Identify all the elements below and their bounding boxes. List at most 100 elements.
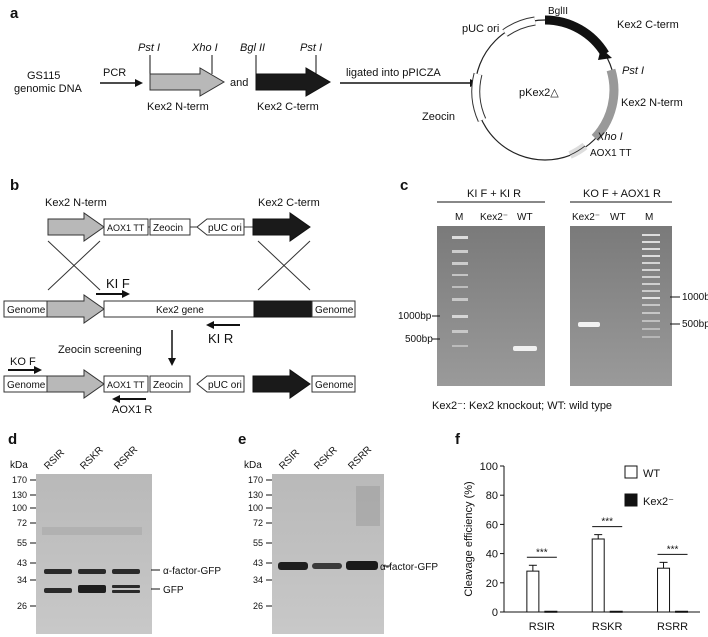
ligated-label: ligated into pPICZA — [346, 67, 441, 79]
d-band-gfp-3a — [112, 585, 140, 588]
f-ylabel: Cleavage efficiency (%) — [463, 481, 475, 596]
e-lane-labels: RSIR RSKR RSRR — [277, 444, 374, 472]
f-ytick-label-0: 0 — [492, 607, 498, 619]
plasmid-cterm: Kex2 C-term — [617, 19, 679, 31]
d-markers-55: 55 — [17, 538, 27, 548]
c-left-lane-2: WT — [517, 212, 533, 223]
d-band-afgfp-2 — [78, 569, 106, 574]
f-legend-swatch-1 — [624, 493, 638, 507]
d-band-gfp-2 — [78, 585, 106, 593]
blot-d — [36, 474, 152, 634]
f-bar-RSKR-0 — [591, 538, 605, 613]
b-zeocin-label: Zeocin — [153, 223, 183, 234]
d-markers-43: 43 — [17, 558, 27, 568]
f-bar-RSKR-1 — [609, 610, 623, 613]
f-legend-swatch-0 — [624, 465, 638, 479]
c-right-marker-500: 500bp — [682, 319, 708, 330]
d-markers-26: 26 — [17, 601, 27, 611]
pcr-label: PCR — [103, 67, 126, 79]
d-markers-34: 34 — [17, 575, 27, 585]
source-line-2: genomic DNA — [14, 83, 83, 95]
f-xtick-RSKR: RSKR — [592, 621, 623, 633]
f-ytick-label-60: 60 — [486, 519, 498, 531]
e-band-afgfp-3 — [346, 561, 378, 570]
b-screening-label: Zeocin screening — [58, 344, 142, 356]
e-lanes-RSKR: RSKR — [312, 445, 339, 472]
nterm-label: Kex2 N-term — [147, 101, 209, 113]
plasmid-pst: Pst I — [622, 65, 644, 77]
c-left-lane-1: Kex2⁻ — [480, 212, 508, 223]
cterm-arrow — [255, 67, 331, 97]
panel-letter-d: d — [8, 431, 17, 448]
c-right-lanes: Kex2⁻ WT M — [572, 212, 653, 223]
e-markers-130: 130 — [248, 490, 263, 500]
d-unit: kDa — [10, 460, 28, 471]
c-left-marker-1000: 1000bp — [398, 311, 432, 322]
b-puc-label: pUC ori — [208, 223, 242, 234]
e-lanes-RSRR: RSRR — [346, 444, 374, 472]
f-ytick-label-40: 40 — [486, 549, 498, 561]
b-genome-left: Genome — [7, 305, 46, 316]
plasmid-xho: Xho I — [596, 131, 623, 143]
gel-left-ladder — [452, 236, 468, 347]
nterm-segment — [591, 68, 619, 142]
panel-letter-f: f — [455, 431, 461, 448]
d-lanes-RSRR: RSRR — [112, 444, 140, 472]
c-right-lane-2: M — [645, 212, 653, 223]
plasmid-name: pKex2△ — [519, 87, 559, 99]
e-markers-100: 100 — [248, 503, 263, 513]
b-kof-label: KO F — [10, 356, 36, 368]
pst2-label: Pst I — [300, 42, 322, 54]
panel-a: a GS115 genomic DNA PCR Pst I Xho I Kex2… — [10, 5, 683, 161]
plasmid-map: pKex2△ BglII Kex2 C-term Pst I Kex2 N-te… — [422, 6, 683, 161]
panel-letter-c: c — [400, 177, 408, 194]
d-lanes-RSKR: RSKR — [78, 445, 105, 472]
c-right-lane-0: Kex2⁻ — [572, 212, 600, 223]
b-kir-label: KI R — [208, 331, 233, 346]
f-legend-label-1: Kex2⁻ — [643, 496, 674, 508]
f-bar-RSRR-1 — [675, 610, 689, 613]
panel-letter-e: e — [238, 431, 246, 448]
source-line-1: GS115 — [27, 70, 60, 82]
d-band-label-afgfp: α-factor-GFP — [163, 566, 221, 577]
bgl2-label: Bgl II — [240, 42, 265, 54]
e-markers-55: 55 — [253, 538, 263, 548]
e-band-afgfp-2 — [312, 563, 342, 569]
b-puc-label-2: pUC ori — [208, 380, 242, 391]
f-legend-label-0: WT — [643, 468, 660, 480]
b-genome-left-2: Genome — [7, 380, 46, 391]
plasmid-puc: pUC ori — [462, 23, 499, 35]
c-right-lane-1: WT — [610, 212, 626, 223]
f-sig-RSIR: *** — [536, 547, 548, 558]
plasmid-aox: AOX1 TT — [590, 148, 632, 159]
e-markers-26: 26 — [253, 601, 263, 611]
d-lanes-RSIR: RSIR — [42, 447, 67, 472]
c-left-title: KI F + KI R — [467, 188, 521, 200]
pst1-label: Pst I — [138, 42, 160, 54]
b-cterm-label: Kex2 C-term — [258, 197, 320, 209]
d-markers-72: 72 — [17, 518, 27, 528]
plasmid-zeocin: Zeocin — [422, 111, 455, 123]
gel-right-kex2-band — [578, 322, 600, 327]
d-band-label-gfp: GFP — [163, 585, 184, 596]
b-gene-label: Kex2 gene — [156, 305, 204, 316]
and-label: and — [230, 77, 248, 89]
b-aox-label: AOX1 TT — [107, 223, 145, 233]
b-nterm-label: Kex2 N-term — [45, 197, 107, 209]
d-band-gfp-3b — [112, 590, 140, 593]
e-markers-170: 170 — [248, 475, 263, 485]
c-left-marker-500: 500bp — [405, 334, 433, 345]
d-lane-labels: RSIR RSKR RSRR — [42, 444, 140, 472]
cterm-segment — [544, 15, 609, 57]
e-unit: kDa — [244, 460, 262, 471]
e-band-label-afgfp: α-factor-GFP — [380, 562, 438, 573]
e-lanes-RSIR: RSIR — [277, 447, 302, 472]
gel-left-wt-band — [513, 346, 537, 351]
b-nterm-arrow — [47, 212, 105, 242]
b-aoxr-label: AOX1 R — [112, 404, 152, 416]
